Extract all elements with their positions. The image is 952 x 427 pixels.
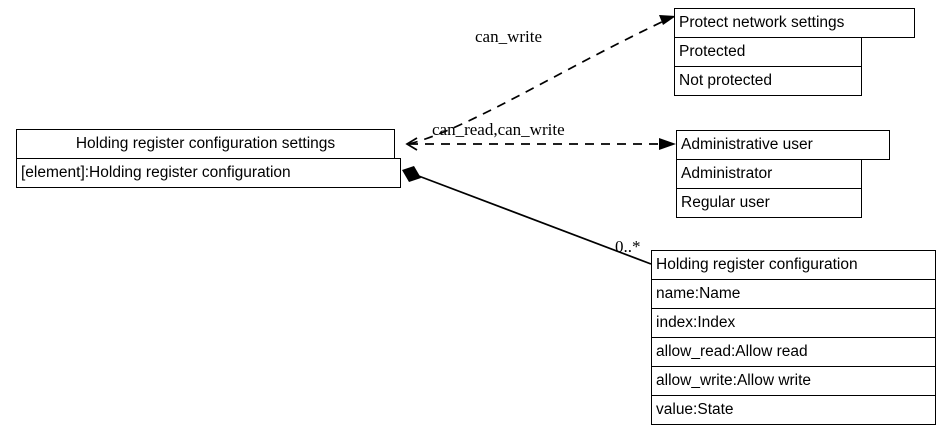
node-protect-network-settings[interactable]: Protect network settings Protected Not p… [674, 8, 915, 96]
node-header: Holding register configuration [651, 250, 936, 280]
node-literal-row: Regular user [676, 188, 862, 218]
node-literal-label: Protected [679, 43, 746, 61]
node-holding-register-configuration-settings[interactable]: Holding register configuration settings … [16, 129, 401, 188]
node-attribute-row: index:Index [651, 308, 936, 338]
node-attribute-label: value:State [656, 401, 734, 419]
node-attribute-row: allow_read:Allow read [651, 337, 936, 367]
node-attribute-label: allow_read:Allow read [656, 343, 808, 361]
node-header: Administrative user [676, 130, 890, 160]
node-attribute-label: [element]:Holding register configuration [21, 164, 291, 182]
node-literal-label: Administrator [681, 165, 773, 183]
node-title: Holding register configuration settings [75, 135, 336, 153]
node-literal-row: Protected [674, 37, 862, 67]
node-literal-label: Regular user [681, 194, 770, 212]
node-literal-label: Not protected [679, 72, 773, 90]
node-administrative-user[interactable]: Administrative user Administrator Regula… [676, 130, 890, 218]
node-attribute-row: [element]:Holding register configuration [16, 158, 401, 188]
node-attribute-row: allow_write:Allow write [651, 366, 936, 396]
node-header: Holding register configuration settings [16, 129, 395, 159]
node-attribute-row: value:State [651, 395, 936, 425]
node-title: Protect network settings [679, 14, 845, 32]
node-literal-row: Not protected [674, 66, 862, 96]
node-attribute-row: name:Name [651, 279, 936, 309]
edge-multiplicity-composition: 0..* [615, 237, 641, 256]
node-literal-row: Administrator [676, 159, 862, 189]
node-attribute-label: allow_write:Allow write [656, 372, 812, 390]
edge-composition [402, 166, 652, 265]
node-attribute-label: name:Name [656, 285, 741, 303]
edge-label-can-write: can_write [475, 27, 543, 46]
edge-can-read-can-write [405, 137, 676, 151]
node-title: Holding register configuration [656, 256, 858, 274]
node-title: Administrative user [681, 136, 813, 154]
node-header: Protect network settings [674, 8, 915, 38]
node-holding-register-configuration[interactable]: Holding register configuration name:Name… [651, 250, 936, 425]
node-attribute-label: index:Index [656, 314, 736, 332]
edge-label-can-read-can-write: can_read,can_write [432, 120, 565, 139]
